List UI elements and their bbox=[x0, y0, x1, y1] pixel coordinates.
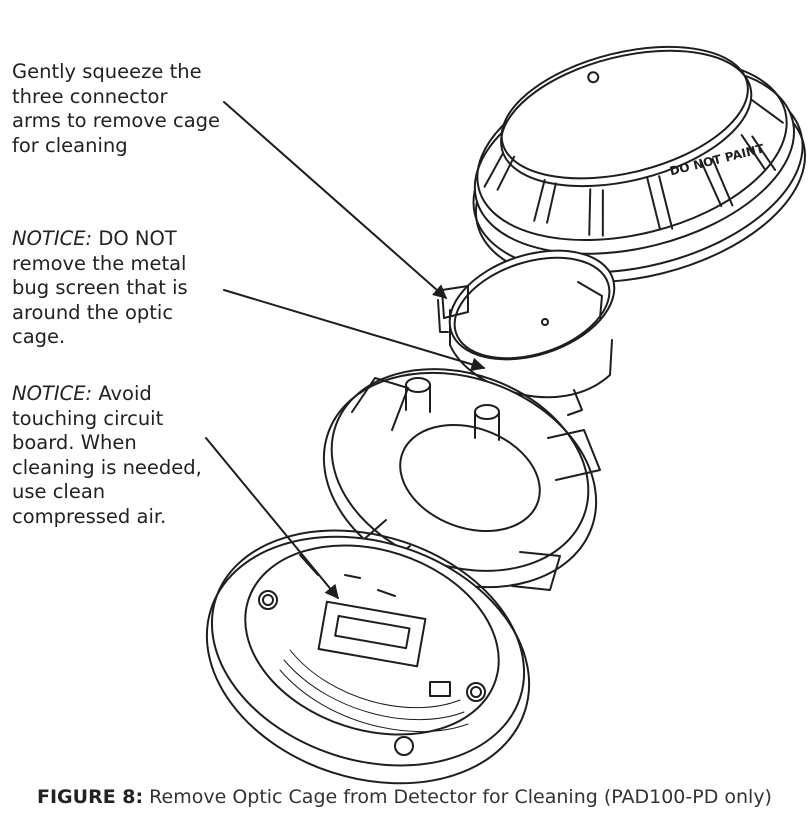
detector-cover bbox=[472, 45, 806, 284]
arrow-to-connector-arms bbox=[223, 101, 448, 299]
arrow-to-bug-screen bbox=[223, 289, 486, 372]
notice-bug-screen: NOTICE: DO NOT remove the metal bug scre… bbox=[12, 227, 212, 350]
notice-text: DO NOT remove the metal bug screen that … bbox=[12, 227, 188, 348]
notice-text: Avoid touching circuit board. When clean… bbox=[12, 382, 202, 528]
figure-title: Remove Optic Cage from Detector for Clea… bbox=[149, 786, 772, 808]
notice-label: NOTICE: bbox=[12, 382, 93, 405]
instruction-squeeze-arms: Gently squeeze the three connector arms … bbox=[12, 60, 222, 158]
figure-label: FIGURE 8: bbox=[37, 786, 144, 808]
notice-circuit-board: NOTICE: Avoid touching circuit board. Wh… bbox=[12, 382, 217, 529]
optic-cage bbox=[437, 249, 616, 416]
notice-label: NOTICE: bbox=[12, 227, 93, 250]
figure-caption: FIGURE 8: Remove Optic Cage from Detecto… bbox=[0, 786, 809, 808]
arrow-to-circuit-board bbox=[205, 437, 339, 600]
circuit-board-base bbox=[205, 529, 531, 785]
instruction-text: Gently squeeze the three connector arms … bbox=[12, 60, 221, 157]
